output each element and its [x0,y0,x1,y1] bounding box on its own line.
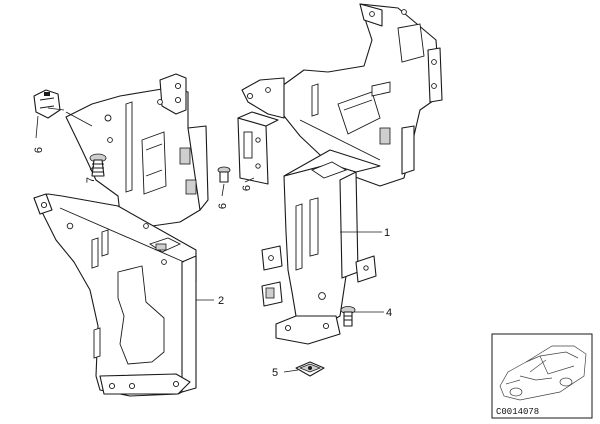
callout-6-middle: 6 [217,203,229,209]
callout-5: 5 [272,367,278,379]
cage-nut-icon [295,361,325,377]
catalog-number: C0014078 [496,407,539,417]
leader-lines [35,107,384,373]
screw-small-icon [217,166,231,183]
screw-icon [89,153,107,177]
callout-4: 4 [386,307,392,319]
vehicle-thumbnail: C0014078 [491,333,593,419]
bolt-icon [340,306,356,327]
callout-6-left: 6 [33,147,45,153]
car-icon [499,345,587,401]
bracket-left [33,73,209,397]
clip-nut-icon [33,89,61,119]
callout-2: 2 [218,295,224,307]
callout-7: 7 [85,177,97,183]
callout-6-holder: 6 [241,185,253,191]
callout-1: 1 [384,227,390,239]
holder-bracket [237,111,279,185]
bracket-right [241,3,443,345]
